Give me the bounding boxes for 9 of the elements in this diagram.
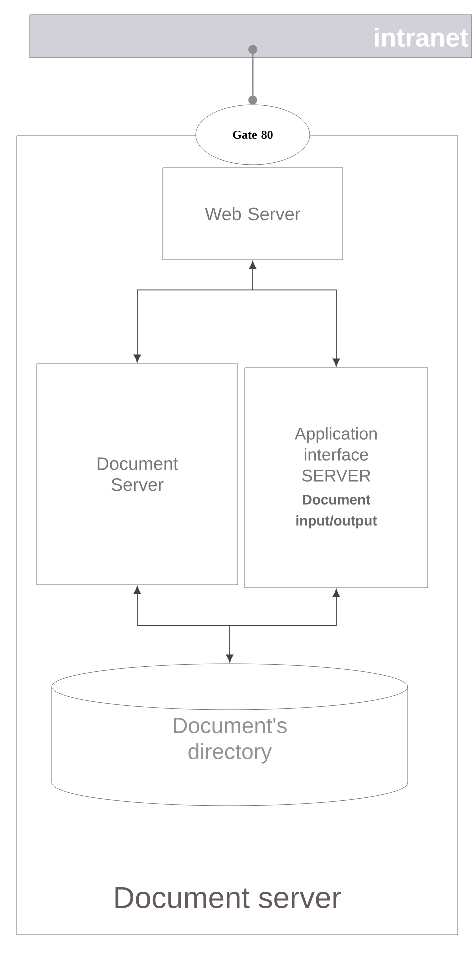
server-box: Web Server: [162, 168, 344, 260]
database-cylinder: Document's directory: [52, 664, 408, 806]
connector-arrow: [134, 261, 340, 367]
server-box: Document Server: [36, 364, 238, 586]
node-label: Document's directory: [174, 718, 287, 764]
connector-arrow: [248, 45, 258, 105]
container-title: Document server: [116, 888, 342, 908]
server-box: Application interface SERVER Document input/output: [244, 368, 428, 588]
connector-arrow: [134, 586, 340, 663]
